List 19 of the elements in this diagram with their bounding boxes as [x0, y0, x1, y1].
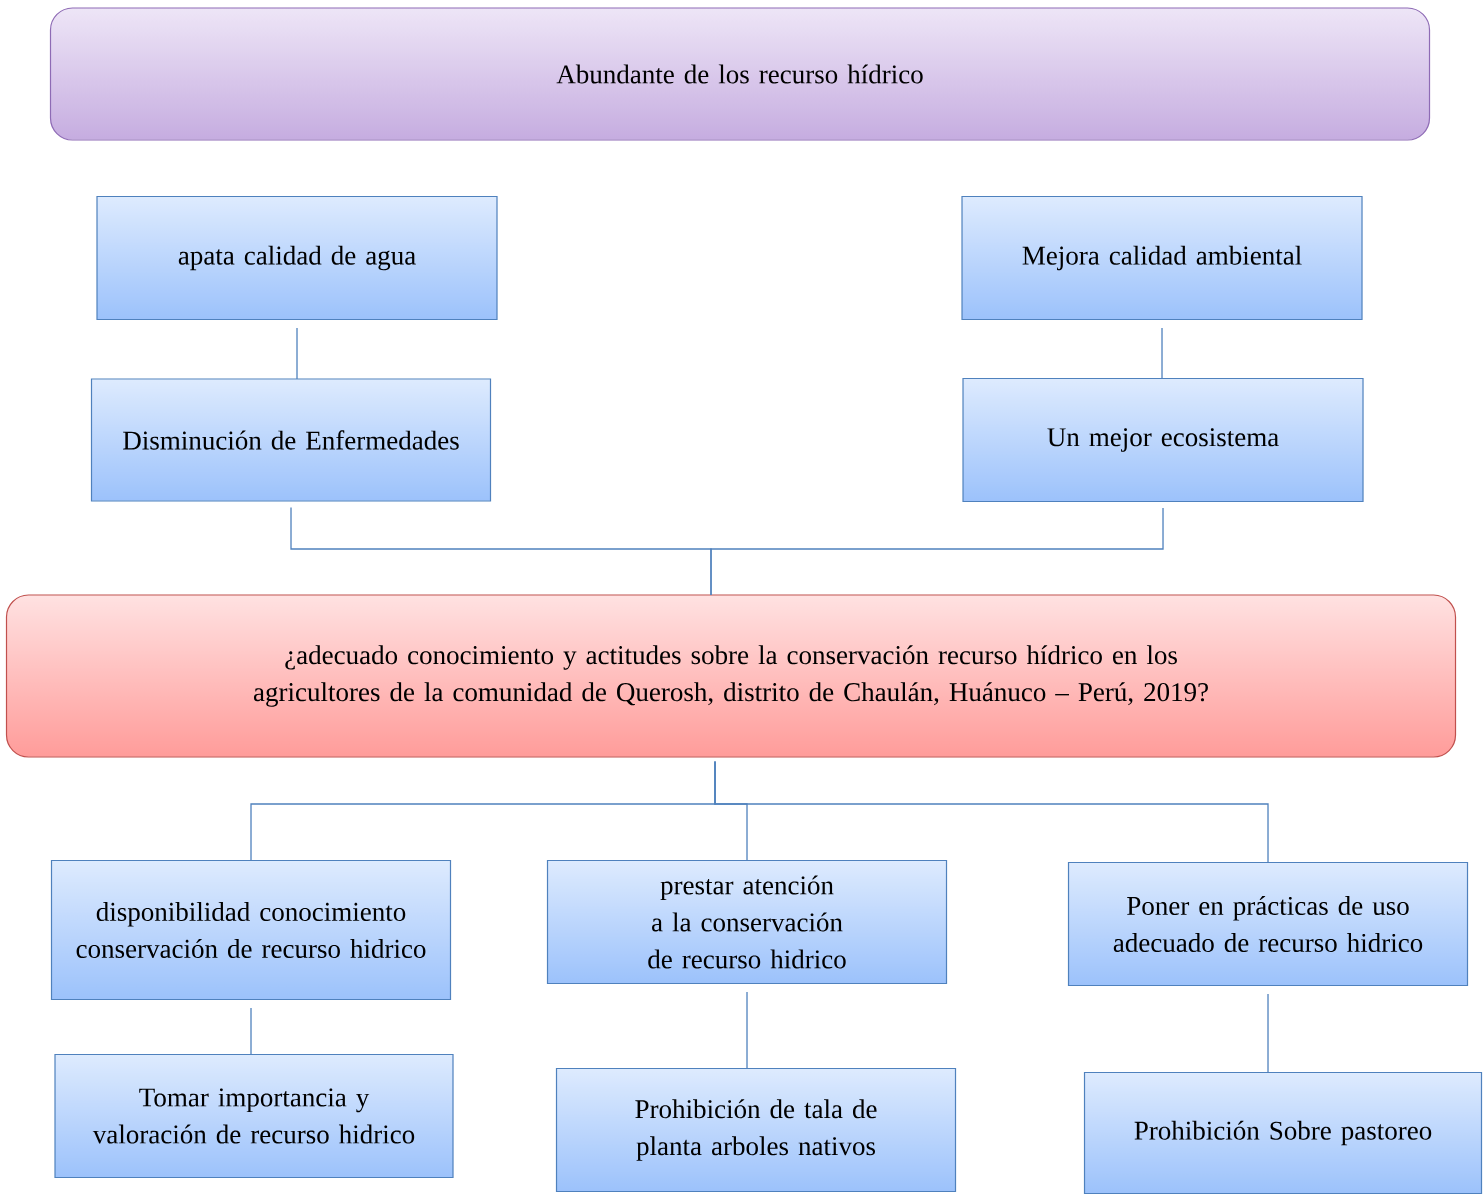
process-box: prestar atención a la conservación de recurso hidrico — [546, 859, 948, 985]
process-box: Mejora calidad ambiental — [961, 195, 1363, 321]
process-box: Poner en prácticas de uso adecuado de recurso hidrico — [1067, 861, 1469, 987]
connector-line — [296, 327, 298, 380]
connector-line — [714, 760, 1269, 863]
process-box: Disminución de Enfermedades — [90, 378, 492, 502]
connector-line — [746, 991, 748, 1069]
process-box: Prohibición de tala de planta arboles nativos — [555, 1067, 957, 1193]
frame-banner: Abundante de los recurso hídrico — [49, 7, 1431, 141]
process-box: apata calidad de agua — [96, 195, 498, 321]
process-box: Tomar importancia y valoración de recurso hidrico — [54, 1053, 454, 1179]
connector-line — [250, 1007, 252, 1055]
connector-line — [1267, 993, 1269, 1073]
process-box: disponibilidad conocimiento conservación de recurso hidrico — [50, 859, 452, 1001]
process-box: Un mejor ecosistema — [962, 377, 1364, 503]
connector-line — [1161, 327, 1163, 379]
question-banner: ¿adecuado conocimiento y actitudes sobre la conservación recurso hídrico en los agricultores de la comunidad de Querosh, distrito de Chaulán, Huánuco – Perú, 2019? — [5, 594, 1457, 758]
process-box: Prohibición Sobre pastoreo — [1083, 1071, 1483, 1195]
connector-line — [710, 507, 1164, 596]
